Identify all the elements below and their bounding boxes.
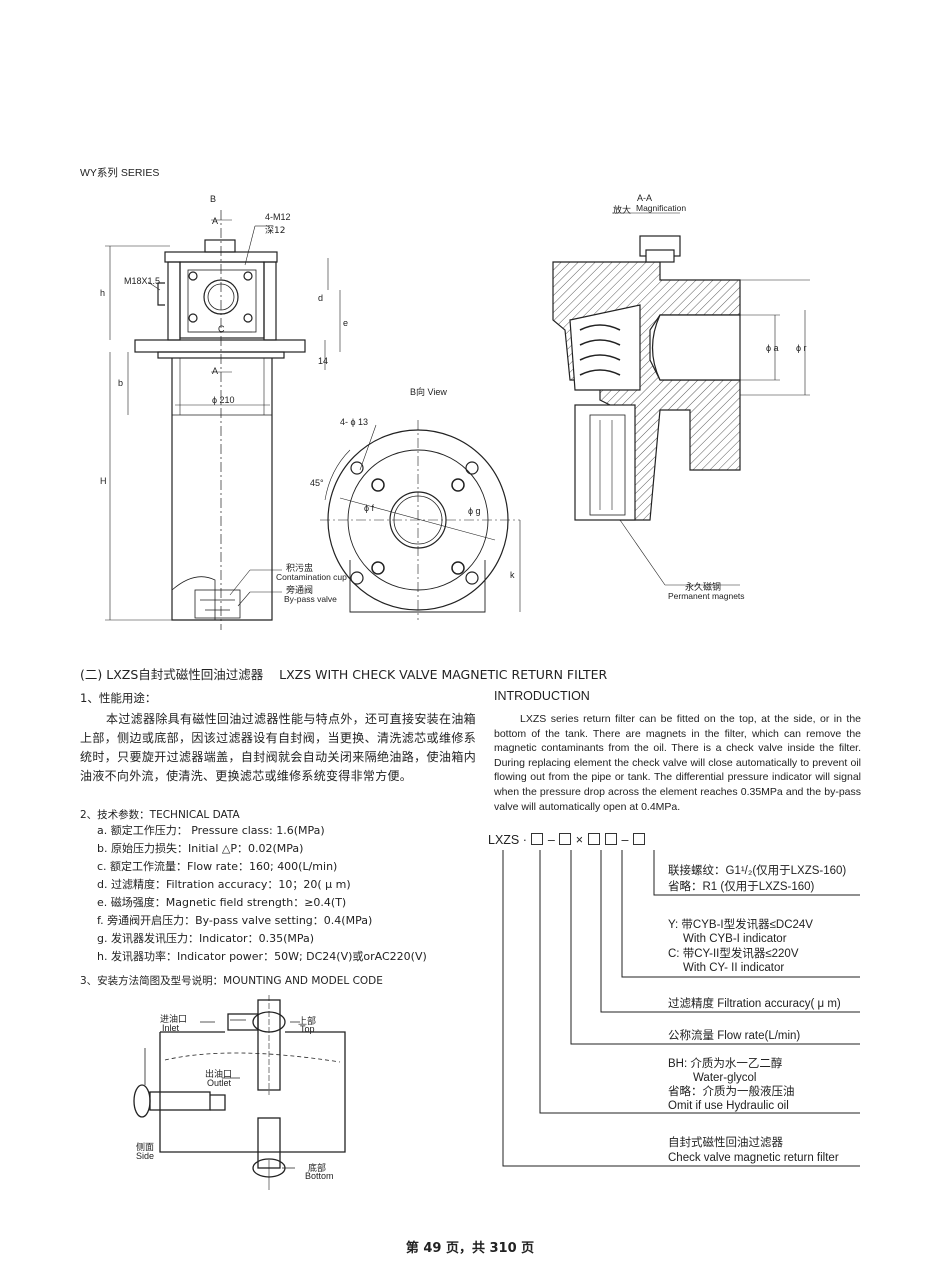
mount-outlet-cn: 出油口 <box>205 1070 233 1080</box>
page-footer: 第 49 页，共 310 页 <box>405 1241 535 1256</box>
model-name-cn: 自封式磁性回油过滤器 <box>668 1137 783 1149</box>
model-bh1: BH: 介质为水一乙二醇 <box>668 1058 783 1070</box>
tech-item: f. 旁通阀开启压力：By-pass valve setting：0.4(MPa… <box>97 914 373 927</box>
model-thread-omit: 省略：R1 (仅用于LXZS-160) <box>668 881 815 893</box>
label-b-dim: b <box>118 378 124 388</box>
label-d: d <box>318 293 324 303</box>
code-box <box>587 833 600 845</box>
tech-item: g. 发讯器发讯压力：Indicator：0.35(MPa) <box>97 932 315 945</box>
label-perm-cn: 永久磁钢 <box>685 583 722 593</box>
label-cup-en: Contamination cup <box>276 572 347 582</box>
code-box <box>559 833 572 845</box>
model-c2: With CY- II indicator <box>683 962 785 974</box>
model-bh3: 省略：介质为一般液压油 <box>668 1086 795 1098</box>
mount-side-cn: 侧面 <box>136 1143 155 1153</box>
label-45deg: 45° <box>310 478 324 488</box>
mount-inlet-en: Inlet <box>162 1023 180 1033</box>
label-bypass-cn: 旁通阀 <box>286 586 314 596</box>
label-a-bottom: A <box>212 366 219 376</box>
label-phir: ϕ r <box>796 343 807 353</box>
label-cup-cn: 积污盅 <box>286 564 314 574</box>
label-mag-en: Magnification <box>636 203 687 213</box>
label-e: e <box>343 318 349 328</box>
tech-item: b. 原始压力损失：Initial △P：0.02(MPa) <box>97 842 304 855</box>
intro-heading: INTRODUCTION <box>494 689 590 703</box>
mounting-heading: 3、安装方法简图及型号说明：MOUNTING AND MODEL CODE <box>80 975 383 987</box>
label-h: h <box>100 288 106 298</box>
model-flow: 公称流量 Flow rate(L/min) <box>668 1030 801 1042</box>
label-a-top: A <box>212 216 219 226</box>
model-bh2: Water-glycol <box>693 1072 757 1084</box>
model-bh4: Omit if use Hydraulic oil <box>668 1100 789 1112</box>
tech-item: h. 发讯器功率：Indicator power：50W; DC24(V)或or… <box>97 950 427 963</box>
model-code: LXZS · – × – <box>488 833 646 847</box>
label-mag-cn: 放大 <box>613 206 632 216</box>
model-c1: C: 带CY-II型发讯器≤220V <box>668 948 799 960</box>
model-name-en: Check valve magnetic return filter <box>668 1152 839 1164</box>
tech-item: c. 额定工作流量：Flow rate：160; 400(L/min) <box>97 860 338 873</box>
label-bypass-en: By-pass valve <box>284 594 337 604</box>
mount-top-cn: 上部 <box>298 1017 317 1027</box>
model-prefix: LXZS · <box>488 833 531 847</box>
label-phia: ϕ a <box>766 343 779 353</box>
label-4m12: 4-M12 <box>265 212 291 222</box>
performance-heading: 1、性能用途： <box>80 691 157 705</box>
mount-outlet-en: Outlet <box>207 1078 232 1088</box>
tech-item: a. 额定工作压力： Pressure class: 1.6(MPa) <box>97 824 325 837</box>
mount-bottom-cn: 底部 <box>308 1164 327 1174</box>
model-y2: With CYB-I indicator <box>683 933 787 945</box>
code-box <box>531 833 544 845</box>
label-phi210: ϕ 210 <box>212 395 235 405</box>
label-phig: ϕ g <box>468 506 481 516</box>
mount-side-en: Side <box>136 1151 155 1161</box>
intro-body: LXZS series return filter can be fitted … <box>494 713 861 813</box>
label-perm-en: Permanent magnets <box>668 591 745 601</box>
label-aa: A-A <box>637 193 653 203</box>
label-depth12: 深12 <box>265 226 286 236</box>
model-thread: 联接螺纹：G1¹/₂(仅用于LXZS-160) <box>668 865 847 877</box>
label-4phi13: 4- ϕ 13 <box>340 417 369 427</box>
mount-inlet-cn: 进油口 <box>160 1015 188 1025</box>
tech-item: e. 磁场强度：Magnetic field strength：≥0.4(T) <box>97 896 347 909</box>
series-label: WY系列 SERIES <box>80 167 160 179</box>
model-accuracy: 过滤精度 Filtration accuracy( μ m) <box>668 998 841 1010</box>
label-k: k <box>510 570 515 580</box>
code-box <box>605 833 618 845</box>
label-14: 14 <box>318 356 329 366</box>
label-H: H <box>100 476 107 486</box>
performance-body: 本过滤器除具有磁性回油过滤器性能与特点外，还可直接安装在油箱上部，侧边或底部，因… <box>80 712 476 783</box>
label-b: B <box>210 194 217 204</box>
label-b-view: B向 View <box>410 387 447 397</box>
model-y1: Y: 带CYB-I型发讯器≤DC24V <box>668 919 813 931</box>
tech-heading: 2、技术参数：TECHNICAL DATA <box>80 809 240 821</box>
tech-list: a. 额定工作压力： Pressure class: 1.6(MPa) b. 原… <box>97 822 427 966</box>
tech-item: d. 过滤精度：Filtration accuracy：10；20( μ m) <box>97 878 351 891</box>
label-c: C <box>218 324 225 334</box>
label-m18: M18X1.5 <box>124 276 161 286</box>
code-box <box>632 833 645 845</box>
mount-top-en: Top <box>300 1024 315 1034</box>
mount-bottom-en: Bottom <box>305 1171 334 1181</box>
label-phif: ϕ f <box>364 503 375 513</box>
section-title: (二) LXZS自封式磁性回油过滤器 LXZS WITH CHECK VALVE… <box>80 667 608 682</box>
